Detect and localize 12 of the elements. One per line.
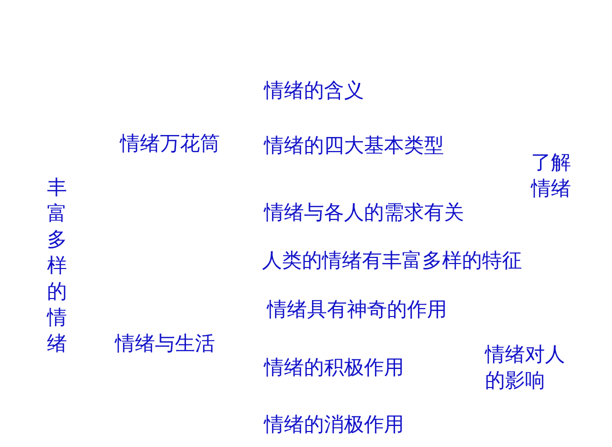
topic-label: 情绪的积极作用 <box>264 356 404 381</box>
topic-label: 情绪万花筒 <box>120 132 220 157</box>
topic-label: 情绪的含义 <box>264 79 364 104</box>
topic-label: 情绪具有神奇的作用 <box>267 298 447 323</box>
topic-label: 情绪的四大基本类型 <box>264 134 444 159</box>
vertical-label: 丰富多样的情绪 <box>47 176 67 357</box>
topic-label: 情绪的消极作用 <box>264 413 404 438</box>
topic-label: 情绪对人的影响 <box>485 343 566 394</box>
topic-label: 了解情绪 <box>531 151 572 202</box>
topic-label: 情绪与生活 <box>115 332 215 357</box>
topic-label: 人类的情绪有丰富多样的特征 <box>262 249 522 274</box>
topic-label: 情绪与各人的需求有关 <box>264 201 464 226</box>
